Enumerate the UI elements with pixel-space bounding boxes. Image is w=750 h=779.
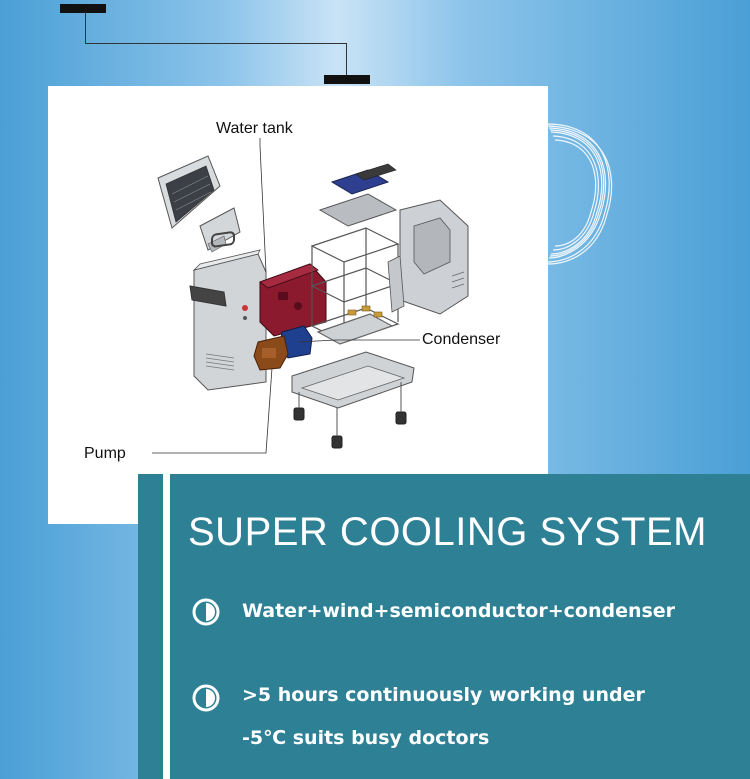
label-pump: Pump <box>84 445 126 462</box>
label-condenser: Condenser <box>422 331 501 348</box>
swirl-decoration <box>546 123 613 265</box>
feature-text-2-line-1: >5 hours continuously working under <box>242 684 645 706</box>
info-accent-bar <box>163 474 170 779</box>
connector-line-vertical-2 <box>346 43 347 75</box>
side-panel-illustration <box>387 199 469 315</box>
main-housing-illustration <box>189 231 267 391</box>
half-circle-icon <box>192 684 220 712</box>
half-circle-icon <box>192 598 220 626</box>
leader-condenser <box>297 339 420 343</box>
connector-line-horizontal <box>85 43 347 44</box>
leader-water-tank <box>259 138 267 273</box>
leader-pump <box>152 367 273 454</box>
water-tank-illustration <box>259 263 327 337</box>
connector-line-vertical-1 <box>85 12 86 44</box>
top-deco-bar-right <box>324 75 370 84</box>
label-water-tank: Water tank <box>216 120 293 137</box>
feature-text-2-line-2: -5℃ suits busy doctors <box>242 727 490 749</box>
info-panel <box>138 474 750 779</box>
base-illustration <box>291 351 415 449</box>
top-plates-illustration <box>318 163 398 227</box>
feature-text-1: Water+wind+semiconductor+condenser <box>242 600 676 622</box>
pump-illustration <box>253 325 313 371</box>
headline: SUPER COOLING SYSTEM <box>188 510 707 554</box>
control-screen-illustration <box>157 155 241 253</box>
top-deco-bar-left <box>60 4 106 13</box>
exploded-view-diagram <box>152 138 469 454</box>
